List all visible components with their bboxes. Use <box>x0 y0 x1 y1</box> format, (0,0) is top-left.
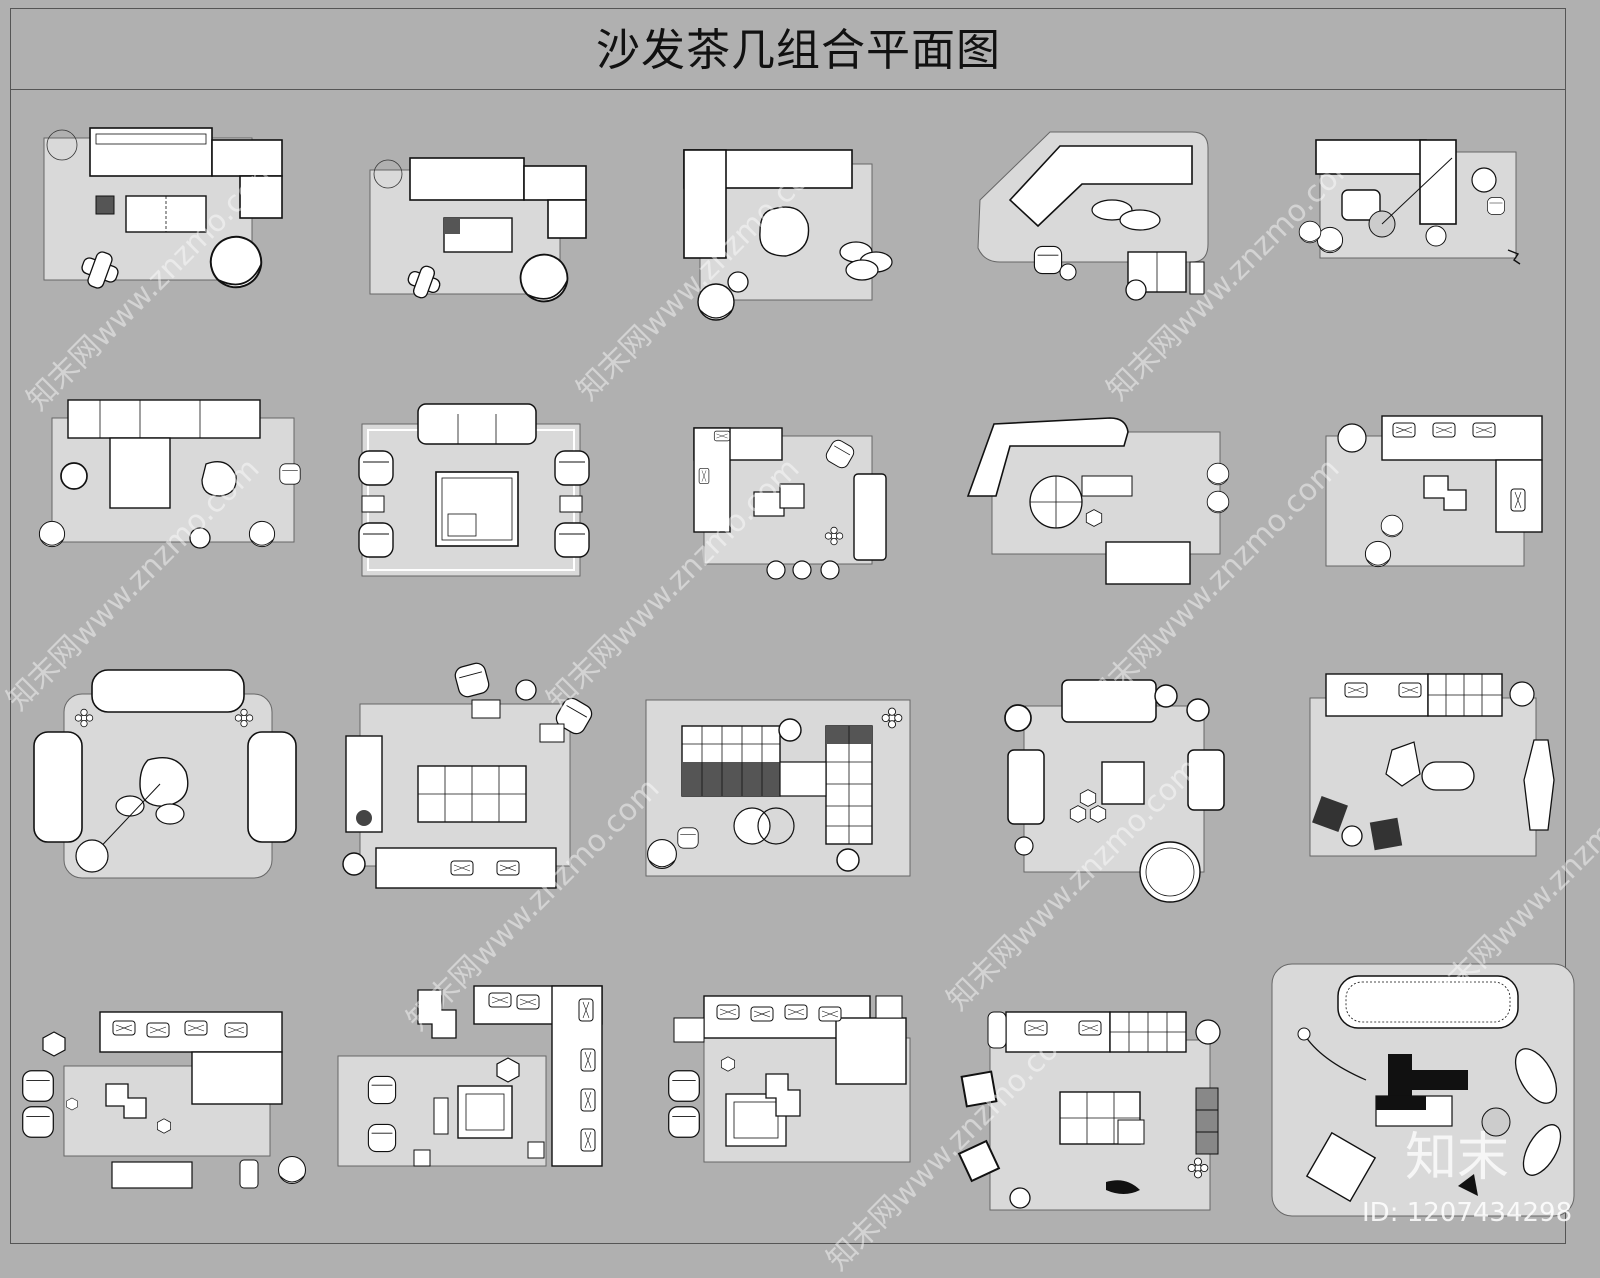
plan-18 <box>668 995 911 1163</box>
plan-17 <box>337 985 603 1167</box>
plan-9 <box>966 417 1230 585</box>
plan-15 <box>1309 673 1555 857</box>
plan-12 <box>342 660 596 889</box>
plan-2 <box>369 157 587 309</box>
drawing-sheet-border <box>10 8 1566 1244</box>
plan-3 <box>683 149 893 321</box>
furniture-plan-diagram <box>22 127 1575 1217</box>
plan-1 <box>43 127 283 296</box>
title-band <box>10 8 1566 90</box>
brand-logo: 知末 <box>1405 1128 1510 1188</box>
plan-16 <box>22 1011 307 1189</box>
plan-6 <box>38 399 301 549</box>
page-title: 沙发茶几组合平面图 <box>596 25 1001 76</box>
plan-13 <box>645 699 911 877</box>
plan-14 <box>1004 679 1225 903</box>
plan-20 <box>1271 963 1575 1217</box>
plan-7 <box>358 403 590 577</box>
plan-19 <box>957 1011 1221 1211</box>
plan-4 <box>977 131 1209 301</box>
image-id-label: ID: 1207434298 <box>1362 1198 1573 1228</box>
plan-5 <box>1298 139 1521 265</box>
plan-8 <box>693 427 887 580</box>
plan-10 <box>1325 415 1543 568</box>
plan-11 <box>33 669 297 879</box>
